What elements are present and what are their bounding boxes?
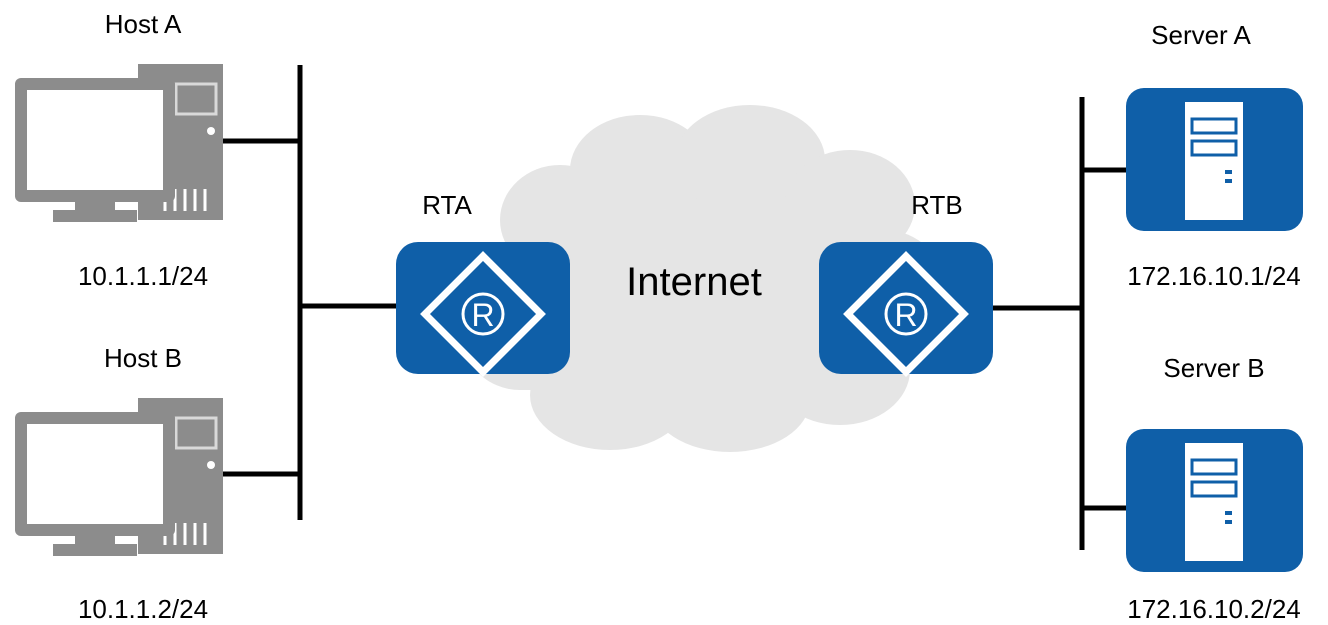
network-links	[222, 65, 1126, 550]
server-a-server-icon	[1126, 88, 1303, 231]
host-b[interactable]: Host B 10.1.1.2/24	[15, 343, 223, 624]
host-b-name: Host B	[104, 343, 182, 373]
host-a-name: Host A	[105, 9, 182, 39]
host-a-computer-icon	[15, 64, 223, 222]
server-b-server-icon	[1126, 429, 1303, 572]
router-rtb[interactable]: RTB R	[819, 190, 993, 377]
host-b-ip: 10.1.1.2/24	[78, 594, 208, 624]
router-rtb-symbol: R	[894, 297, 917, 333]
server-a[interactable]: Server A 172.16.10.1/24	[1126, 20, 1303, 291]
server-b-name: Server B	[1163, 353, 1264, 383]
router-rta-symbol: R	[471, 297, 494, 333]
router-rtb-name: RTB	[911, 190, 963, 220]
server-b-ip: 172.16.10.2/24	[1127, 594, 1301, 624]
host-a[interactable]: Host A 10.1.1.1/24	[15, 9, 223, 291]
server-b[interactable]: Server B 172.16.10.2/24	[1126, 353, 1303, 624]
router-rta-icon: R	[396, 242, 570, 377]
router-rtb-icon: R	[819, 242, 993, 377]
host-b-computer-icon	[15, 398, 223, 556]
server-a-ip: 172.16.10.1/24	[1127, 261, 1301, 291]
router-rta[interactable]: RTA R	[396, 190, 570, 377]
server-a-name: Server A	[1151, 20, 1251, 50]
host-a-ip: 10.1.1.1/24	[78, 261, 208, 291]
router-rta-name: RTA	[422, 190, 472, 220]
internet-label: Internet	[626, 260, 762, 304]
